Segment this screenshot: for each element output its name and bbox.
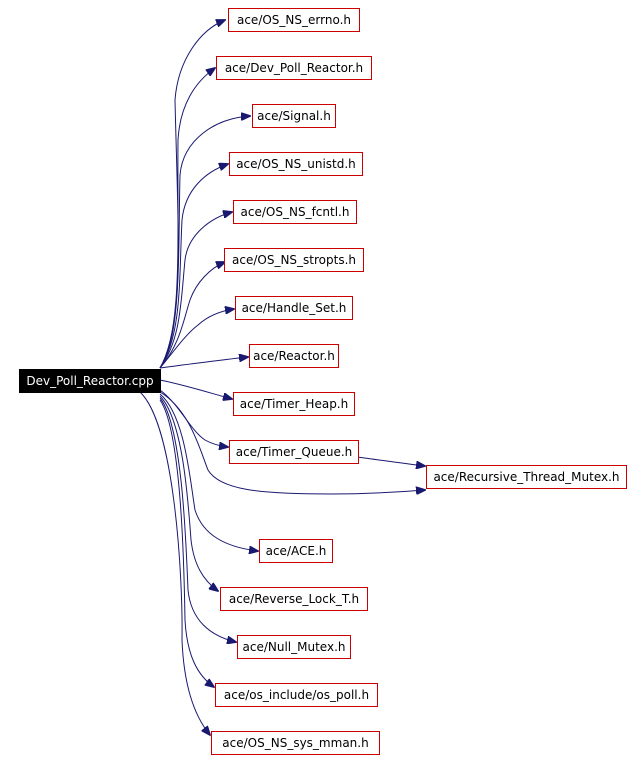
- node-signal-h[interactable]: ace/Signal.h: [252, 104, 336, 128]
- edge-to-dev-poll-reactor-h: [159, 68, 215, 369]
- edge-to-os-ns-fcntl: [159, 212, 232, 369]
- node-timer-queue[interactable]: ace/Timer_Queue.h: [229, 440, 359, 464]
- node-timer-heap[interactable]: ace/Timer_Heap.h: [233, 392, 355, 416]
- edge-timer-queue-to-recursive-thread-mutex: [356, 456, 425, 466]
- node-handle-set[interactable]: ace/Handle_Set.h: [235, 296, 353, 320]
- node-os-ns-unistd[interactable]: ace/OS_NS_unistd.h: [229, 152, 363, 176]
- node-os-ns-fcntl[interactable]: ace/OS_NS_fcntl.h: [233, 200, 357, 224]
- edge-to-reactor-h: [159, 357, 248, 369]
- edge-to-signal-h: [159, 116, 250, 369]
- edge-to-handle-set: [159, 309, 234, 369]
- node-os-ns-stropts[interactable]: ace/OS_NS_stropts.h: [224, 248, 364, 272]
- node-reactor-h[interactable]: ace/Reactor.h: [249, 344, 339, 368]
- node-dev-poll-reactor-h[interactable]: ace/Dev_Poll_Reactor.h: [216, 56, 372, 80]
- edge-to-null-mutex: [159, 397, 236, 642]
- edge-to-os-poll: [159, 399, 214, 687]
- node-recursive-thread-mutex[interactable]: ace/Recursive_Thread_Mutex.h: [426, 465, 627, 489]
- edge-to-os-ns-sys-mman: [139, 391, 210, 735]
- node-os-poll[interactable]: ace/os_include/os_poll.h: [215, 683, 378, 707]
- edge-to-reverse-lock-t: [159, 395, 218, 591]
- edges-layer: [139, 20, 425, 735]
- node-reverse-lock-t[interactable]: ace/Reverse_Lock_T.h: [220, 587, 368, 611]
- edge-to-os-ns-unistd: [159, 164, 228, 369]
- node-null-mutex[interactable]: ace/Null_Mutex.h: [237, 635, 351, 659]
- edge-to-os-ns-stropts: [159, 262, 225, 369]
- node-os-ns-sys-mman[interactable]: ace/OS_NS_sys_mman.h: [211, 731, 380, 755]
- edge-to-ace-h: [159, 393, 258, 551]
- edge-to-timer-heap: [159, 379, 232, 399]
- edge-to-recursive-thread-mutex: [159, 391, 425, 494]
- node-os-ns-errno[interactable]: ace/OS_NS_errno.h: [228, 8, 360, 32]
- node-ace-h[interactable]: ace/ACE.h: [259, 539, 333, 563]
- root-node-dev-poll-reactor-cpp: Dev_Poll_Reactor.cpp: [19, 369, 161, 393]
